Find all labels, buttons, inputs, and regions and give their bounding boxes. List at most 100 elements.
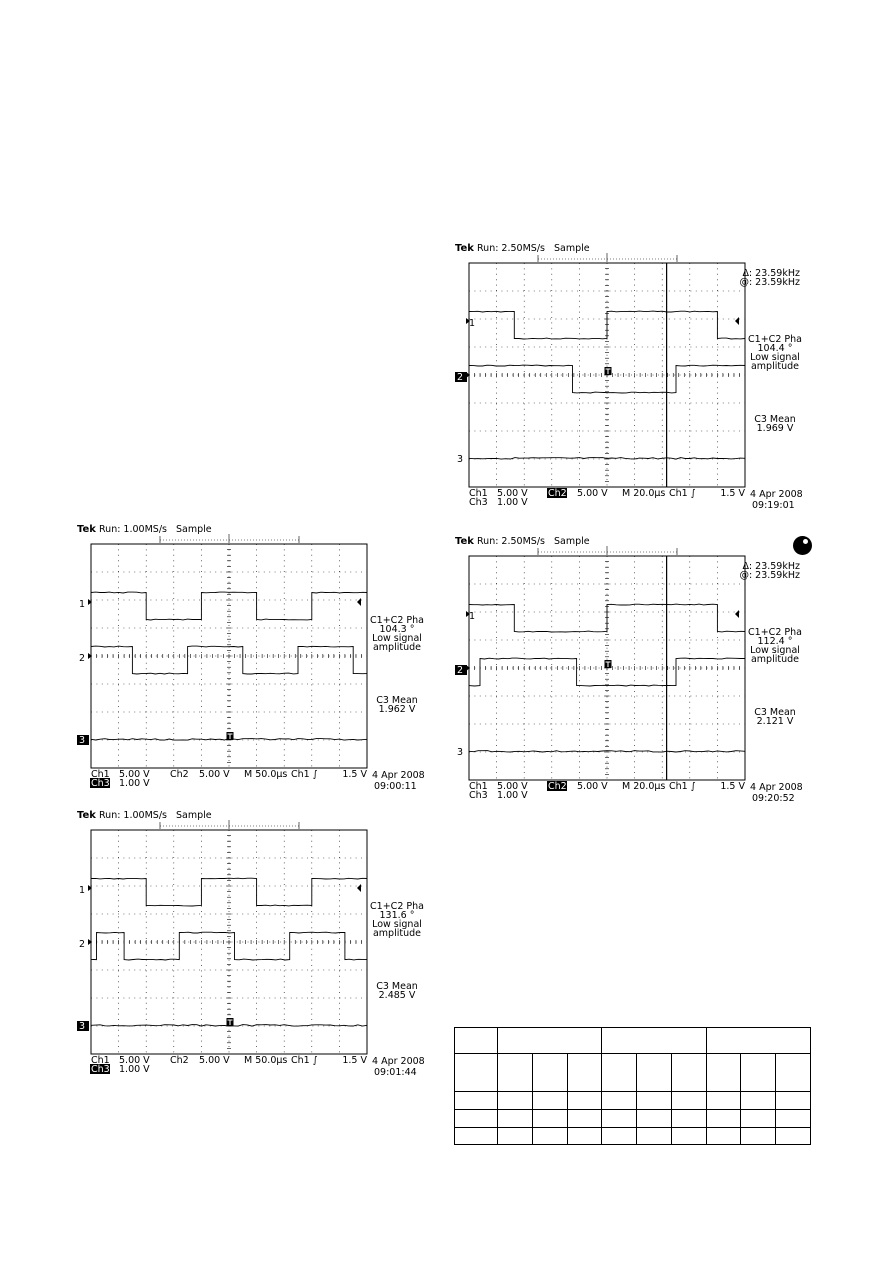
ch1-marker: 1 xyxy=(469,611,475,622)
waveform-ch2 xyxy=(468,657,745,687)
waveform-ch2 xyxy=(90,645,368,675)
readout-at-freq: @: 23.59kHz xyxy=(739,277,800,288)
footer-ch3-label: Ch3 xyxy=(90,1064,110,1075)
footer-ch1-scale: 5.00 V xyxy=(497,488,528,499)
table-header-cell xyxy=(496,1027,603,1054)
readout-phase-label: C1+C2 Pha xyxy=(748,627,802,638)
table-cell xyxy=(497,1053,533,1092)
table-cell xyxy=(670,1053,707,1092)
ch3-marker: 3 xyxy=(457,747,463,758)
readout-note-1: Low signal xyxy=(372,633,422,644)
readout-mean-label: C3 Mean xyxy=(754,707,796,718)
trigger-level-arrow xyxy=(357,884,361,892)
footer-ch3-scale: 1.00 V xyxy=(497,497,528,508)
footer-ch3-scale: 1.00 V xyxy=(119,1064,150,1075)
trigger-marker xyxy=(226,732,234,740)
waveform-ch3 xyxy=(468,457,746,460)
readout-mean-value: 2.485 V xyxy=(379,990,416,1001)
footer-ch2-label: Ch2 xyxy=(547,781,567,792)
ch2-marker: 2 xyxy=(455,665,467,676)
footer-ch1-label: Ch1 xyxy=(469,488,488,499)
ch2-marker: 2 xyxy=(79,653,85,664)
scope-screen xyxy=(466,262,746,488)
waveform-ch2 xyxy=(468,364,746,394)
table-cell xyxy=(775,1053,811,1092)
readout-phase-value: 104.4 ° xyxy=(758,343,793,354)
oscilloscope-capture: Tek Run: 2.50MS/s Sample 1 2 3 Δ: 23.59k… xyxy=(455,240,815,515)
scope-screen xyxy=(88,543,368,769)
oscilloscope-svg: Tek Run: 2.50MS/s Sample 1 2 3 Δ: 23.59k… xyxy=(455,243,803,511)
scope-brand: Tek xyxy=(77,524,96,535)
scope-screen xyxy=(466,555,746,781)
measurement-table xyxy=(454,1027,812,1145)
table-cell xyxy=(531,1091,568,1110)
table-cell xyxy=(740,1127,777,1145)
readout-mean-value: 1.962 V xyxy=(379,704,416,715)
footer-ch3-scale: 1.00 V xyxy=(119,778,150,789)
table-cell xyxy=(670,1091,707,1110)
footer-ch2-label: Ch2 xyxy=(547,488,567,499)
footer-timebase: M 20.0µs xyxy=(622,781,665,792)
footer-trigger-source: Ch1 ∫ xyxy=(291,769,318,780)
table-cell xyxy=(531,1109,568,1128)
footer-date: 4 Apr 2008 xyxy=(372,1056,425,1067)
waveform-ch3 xyxy=(468,750,746,753)
table-cell xyxy=(531,1053,568,1092)
side-readout: Δ: 23.59kHz @: 23.59kHz C1+C2 Pha 112.4 … xyxy=(739,561,802,727)
trigger-level-arrow xyxy=(735,610,739,618)
scope-footer: Ch1 5.00 V Ch2 5.00 V M 50.0µs Ch1 ∫ 1.5… xyxy=(90,769,425,792)
ch1-marker: 1 xyxy=(79,599,85,610)
oscilloscope-capture: Tek Run: 1.00MS/s Sample 1 2 3 C1+C2 Pha… xyxy=(77,521,437,796)
footer-time: 09:19:01 xyxy=(752,500,795,511)
ground-arrow-ch1 xyxy=(466,611,470,617)
trigger-position-bar xyxy=(159,534,300,543)
scope-acquire-mode: Sample xyxy=(554,536,590,547)
footer-date: 4 Apr 2008 xyxy=(750,489,803,500)
footer-trigger-level: 1.5 V xyxy=(342,1055,367,1066)
readout-phase-value: 131.6 ° xyxy=(380,910,415,921)
footer-time: 09:20:52 xyxy=(752,793,795,804)
scope-screen xyxy=(88,829,368,1055)
table-cell xyxy=(636,1109,672,1128)
status-dot-icon xyxy=(793,536,812,555)
trigger-marker xyxy=(604,660,612,668)
footer-trigger-source: Ch1 ∫ xyxy=(669,488,696,499)
readout-delta-freq: Δ: 23.59kHz xyxy=(742,268,800,279)
table-cell xyxy=(601,1109,638,1128)
ground-arrow-ch1 xyxy=(88,599,92,605)
readout-note-2: amplitude xyxy=(373,642,421,653)
footer-time: 09:01:44 xyxy=(374,1067,417,1078)
table-cell xyxy=(705,1127,742,1145)
trigger-position-bar xyxy=(159,820,300,829)
footer-timebase: M 50.0µs xyxy=(244,1055,287,1066)
footer-ch1-scale: 5.00 V xyxy=(497,781,528,792)
table-cell xyxy=(775,1091,811,1110)
readout-phase-label: C1+C2 Pha xyxy=(370,615,424,626)
table-header-cell xyxy=(601,1027,707,1054)
oscilloscope-capture: Tek Run: 1.00MS/s Sample 1 2 3 C1+C2 Pha… xyxy=(77,807,437,1082)
oscilloscope-capture: Tek Run: 2.50MS/s Sample 1 2 3 Δ: 23.59k… xyxy=(455,533,815,808)
ch3-marker: 3 xyxy=(77,735,89,746)
table-cell xyxy=(454,1127,498,1145)
graticule xyxy=(90,543,368,769)
trigger-position-bar xyxy=(537,253,678,262)
table-cell xyxy=(670,1127,707,1145)
table-cell xyxy=(497,1127,533,1145)
footer-trigger-source: Ch1 ∫ xyxy=(669,781,696,792)
footer-ch2-scale: 5.00 V xyxy=(199,1055,230,1066)
table-cell xyxy=(705,1109,742,1128)
readout-phase-label: C1+C2 Pha xyxy=(370,901,424,912)
waveform-ch1 xyxy=(90,877,368,907)
table-cell xyxy=(454,1053,498,1092)
readout-delta-freq: Δ: 23.59kHz xyxy=(742,561,800,572)
scope-acquire-mode: Sample xyxy=(176,810,212,821)
footer-ch3-label: Ch3 xyxy=(469,497,488,508)
readout-note-1: Low signal xyxy=(372,919,422,930)
footer-ch2-scale: 5.00 V xyxy=(199,769,230,780)
table-cell xyxy=(636,1127,672,1145)
trigger-level-arrow xyxy=(357,598,361,606)
table-header-cell xyxy=(705,1027,812,1054)
side-readout: C1+C2 Pha 131.6 ° Low signal amplitude C… xyxy=(370,901,424,1001)
readout-note-2: amplitude xyxy=(751,654,799,665)
footer-ch1-scale: 5.00 V xyxy=(119,769,150,780)
